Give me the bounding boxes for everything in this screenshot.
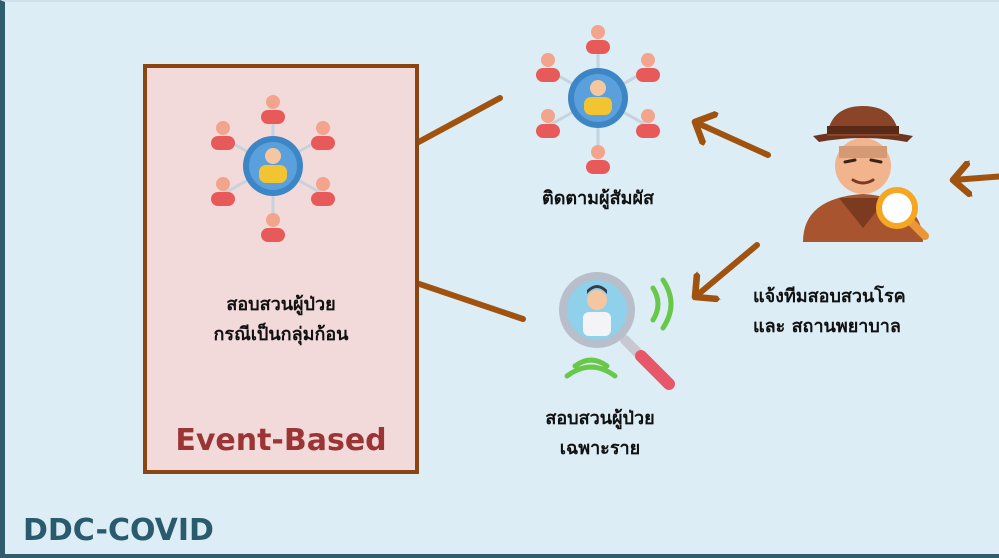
detective-icon (803, 106, 929, 242)
event-based-title: Event-Based (175, 423, 387, 458)
contact-tracing-label: ติดตามผู้สัมผัส (542, 188, 654, 209)
brand-watermark: DDC-COVID (23, 513, 214, 548)
individual-investigation-label: สอบสวนผู้ป่วย เฉพาะราย (545, 408, 655, 459)
notify-team-label: แจ้งทีมสอบสวนโรค และ สถานพยาบาล (753, 286, 906, 337)
contact-network-icon (211, 95, 335, 242)
event-based-box: Event-Based (143, 64, 419, 474)
cluster-investigation-label: สอบสวนผู้ป่วย กรณีเป็นกลุ่มก้อน (213, 294, 349, 345)
arrow-investigator-to-individual (695, 242, 760, 297)
contact-network-icon (536, 25, 660, 174)
arrow-incoming (953, 176, 999, 180)
arrow-investigator-to-contacts (695, 122, 771, 158)
patient-magnifier-icon (559, 272, 675, 390)
